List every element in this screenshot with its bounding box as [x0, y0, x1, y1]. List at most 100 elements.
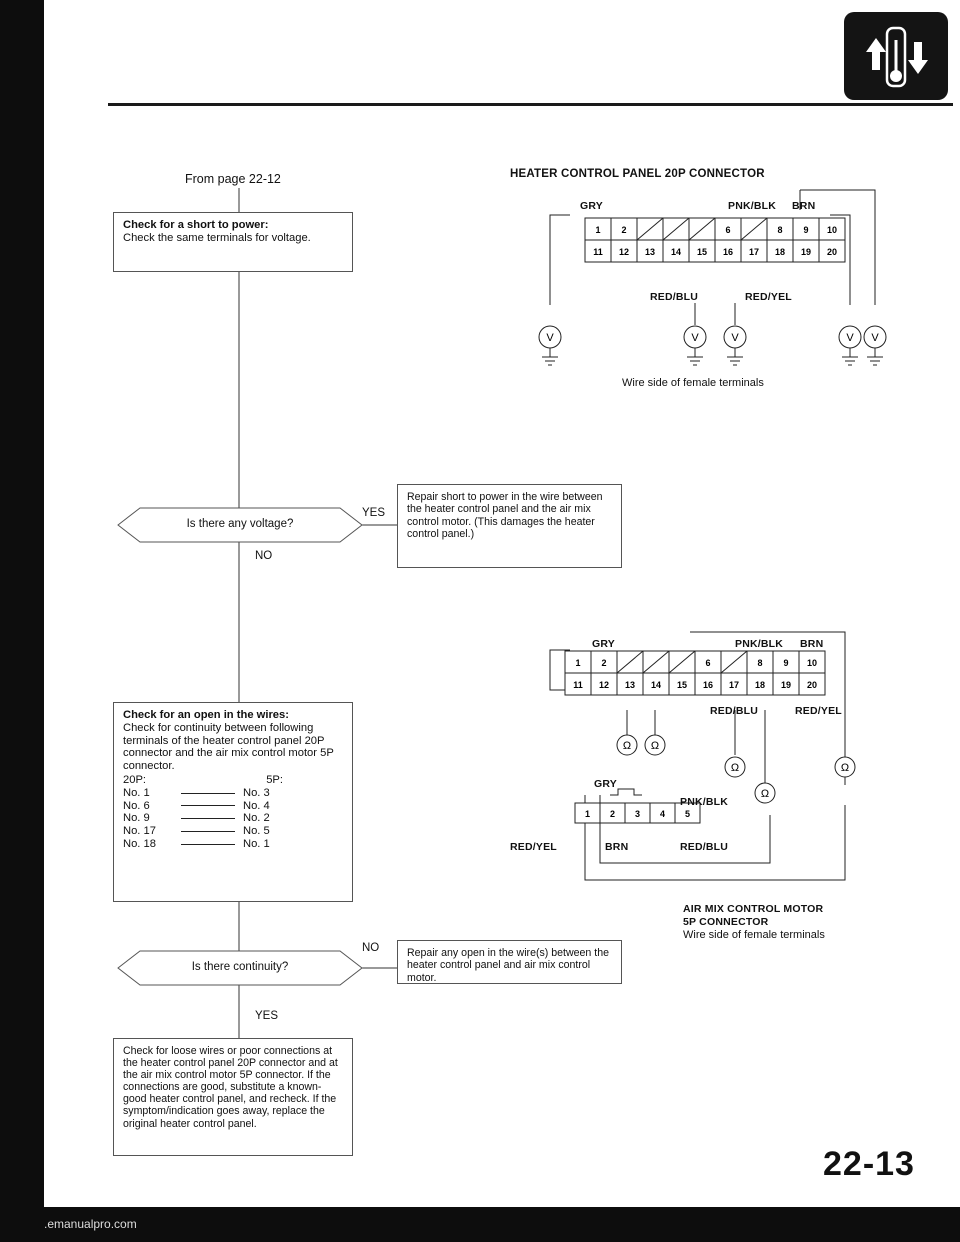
ohmmeter-symbol: Ω [623, 740, 631, 752]
ohmmeter-icon [754, 782, 776, 804]
d2-connector-empty-slash [616, 650, 644, 674]
continuity-row: No. 17 No. 5 [123, 825, 283, 838]
d2-connector-pin-19: 19 [781, 680, 791, 690]
continuity-5p-pin: No. 3 [243, 786, 270, 799]
continuity-5p-pin: No. 4 [243, 799, 270, 812]
d1-wire-red-yel: RED/YEL [745, 291, 792, 303]
d1-connector-pin-1: 1 [595, 225, 600, 235]
check-open-title: Check for an open in the wires: [123, 709, 289, 721]
repair-open-box: Repair any open in the wire(s) between t… [397, 940, 622, 984]
d2-connector-pin-9: 9 [783, 658, 788, 668]
ohmmeter-symbol: Ω [841, 762, 849, 774]
yes-label-2: YES [255, 1010, 279, 1022]
d2-connector-pin-6: 6 [705, 658, 710, 668]
d2-motor-wire-brn: BRN [605, 841, 629, 853]
d1-wire-brn: BRN [792, 200, 816, 212]
ohmmeter-icon [616, 734, 638, 756]
continuity-20p-pin: No. 18 [123, 837, 156, 850]
d2-connector-pin-11: 11 [573, 680, 583, 690]
ohmmeter-icon [644, 734, 666, 756]
motor-connector-cell [674, 802, 701, 824]
d2-wire-red-blu: RED/BLU [710, 705, 759, 717]
d1-connector-pin-16: 16 [723, 247, 733, 257]
d1-connector-pin-10: 10 [827, 225, 837, 235]
d1-connector-empty-slash [740, 217, 768, 241]
d2-connector-pin-17: 17 [729, 680, 739, 690]
d2-motor-wire-red-yel: RED/YEL [510, 841, 557, 853]
check-open-box: Check for an open in the wires: Check fo… [113, 702, 353, 902]
d2-connector-pin-14: 14 [651, 680, 661, 690]
check-open-body: Check for continuity between following t… [123, 721, 334, 773]
col-20p-header: 20P: [123, 773, 147, 786]
d1-connector-pin-8: 8 [777, 225, 782, 235]
check-short-body: Check the same terminals for voltage. [123, 231, 311, 244]
continuity-20p-pin: No. 17 [123, 825, 156, 838]
ohmmeter-symbol: Ω [731, 762, 739, 774]
d1-connector-empty-slash [662, 217, 690, 241]
d1-connector-pin-19: 19 [801, 247, 811, 257]
continuity-20p-pin: No. 1 [123, 786, 150, 799]
continuity-dash [181, 805, 235, 807]
d1-connector-pin-2: 2 [621, 225, 626, 235]
ohmmeter-icon [724, 756, 746, 778]
continuity-dash [181, 818, 235, 820]
d1-connector-pin-15: 15 [697, 247, 707, 257]
d1-connector-pin-9: 9 [803, 225, 808, 235]
tab-marker-1 [0, 300, 44, 370]
d1-connector-pin-13: 13 [645, 247, 655, 257]
d1-connector-pin-6: 6 [725, 225, 730, 235]
question-voltage: Is there any voltage? [186, 518, 294, 530]
continuity-20p-pin: No. 6 [123, 799, 150, 812]
question-continuity: Is there continuity? [191, 961, 289, 973]
d2-connector-pin-12: 12 [599, 680, 609, 690]
d1-wire-red-blu: RED/BLU [650, 291, 699, 303]
d2-connector-pin-16: 16 [703, 680, 713, 690]
continuity-20p-pin: No. 9 [123, 812, 150, 825]
d2-wire-pnk-blk: PNK/BLK [735, 638, 784, 650]
d2-connector-cell [798, 672, 826, 696]
page-number: 22-13 [823, 1145, 915, 1183]
footer-url[interactable]: .emanualpro.com [44, 1217, 137, 1231]
d2-connector-empty-slash [642, 650, 670, 674]
d2-wire-brn: BRN [800, 638, 824, 650]
check-short-to-power-box: Check for a short to power: Check the sa… [113, 212, 353, 272]
motor-connector-caption: Wire side of female terminals [683, 929, 825, 941]
check-loose-wires-box: Check for loose wires or poor connection… [113, 1038, 353, 1156]
no-label-2: NO [362, 942, 380, 954]
d2-connector-pin-10: 10 [807, 658, 817, 668]
header-rule [108, 103, 953, 106]
heater-connector-title: HEATER CONTROL PANEL 20P CONNECTOR [510, 168, 765, 180]
motor-connector-title-2: 5P CONNECTOR [683, 916, 769, 928]
d2-motor-wire-red-blu: RED/BLU [680, 841, 729, 853]
continuity-row: No. 1 No. 3 [123, 787, 283, 800]
continuity-5p-pin: No. 5 [243, 825, 270, 838]
hvac-section-icon [844, 12, 948, 100]
d2-connector-pin-8: 8 [757, 658, 762, 668]
col-5p-header: 5P: [266, 773, 283, 786]
d2-connector-pin-18: 18 [755, 680, 765, 690]
ohmmeter-symbol: Ω [651, 740, 659, 752]
d1-caption: Wire side of female terminals [622, 377, 764, 389]
motor-connector-title-1: AIR MIX CONTROL MOTOR [683, 903, 824, 915]
d1-connector-pin-12: 12 [619, 247, 629, 257]
continuity-row: No. 6 No. 4 [123, 800, 283, 813]
check-short-title: Check for a short to power: [123, 219, 269, 231]
d1-connector-empty-slash [636, 217, 664, 241]
d2-connector-empty-slash [668, 650, 696, 674]
motor-pin-4: 4 [660, 809, 665, 819]
d2-connector-pin-20: 20 [807, 680, 817, 690]
d1-connector-empty-slash [688, 217, 716, 241]
ohmmeter-icon [834, 756, 856, 778]
motor-pin-5: 5 [685, 809, 690, 819]
d2-wire-red-yel: RED/YEL [795, 705, 842, 717]
voltmeter-symbol: V [871, 332, 879, 344]
motor-connector-latch [610, 788, 642, 796]
d1-wire-pnk-blk: PNK/BLK [728, 200, 777, 212]
voltmeter-symbol: V [546, 332, 554, 344]
